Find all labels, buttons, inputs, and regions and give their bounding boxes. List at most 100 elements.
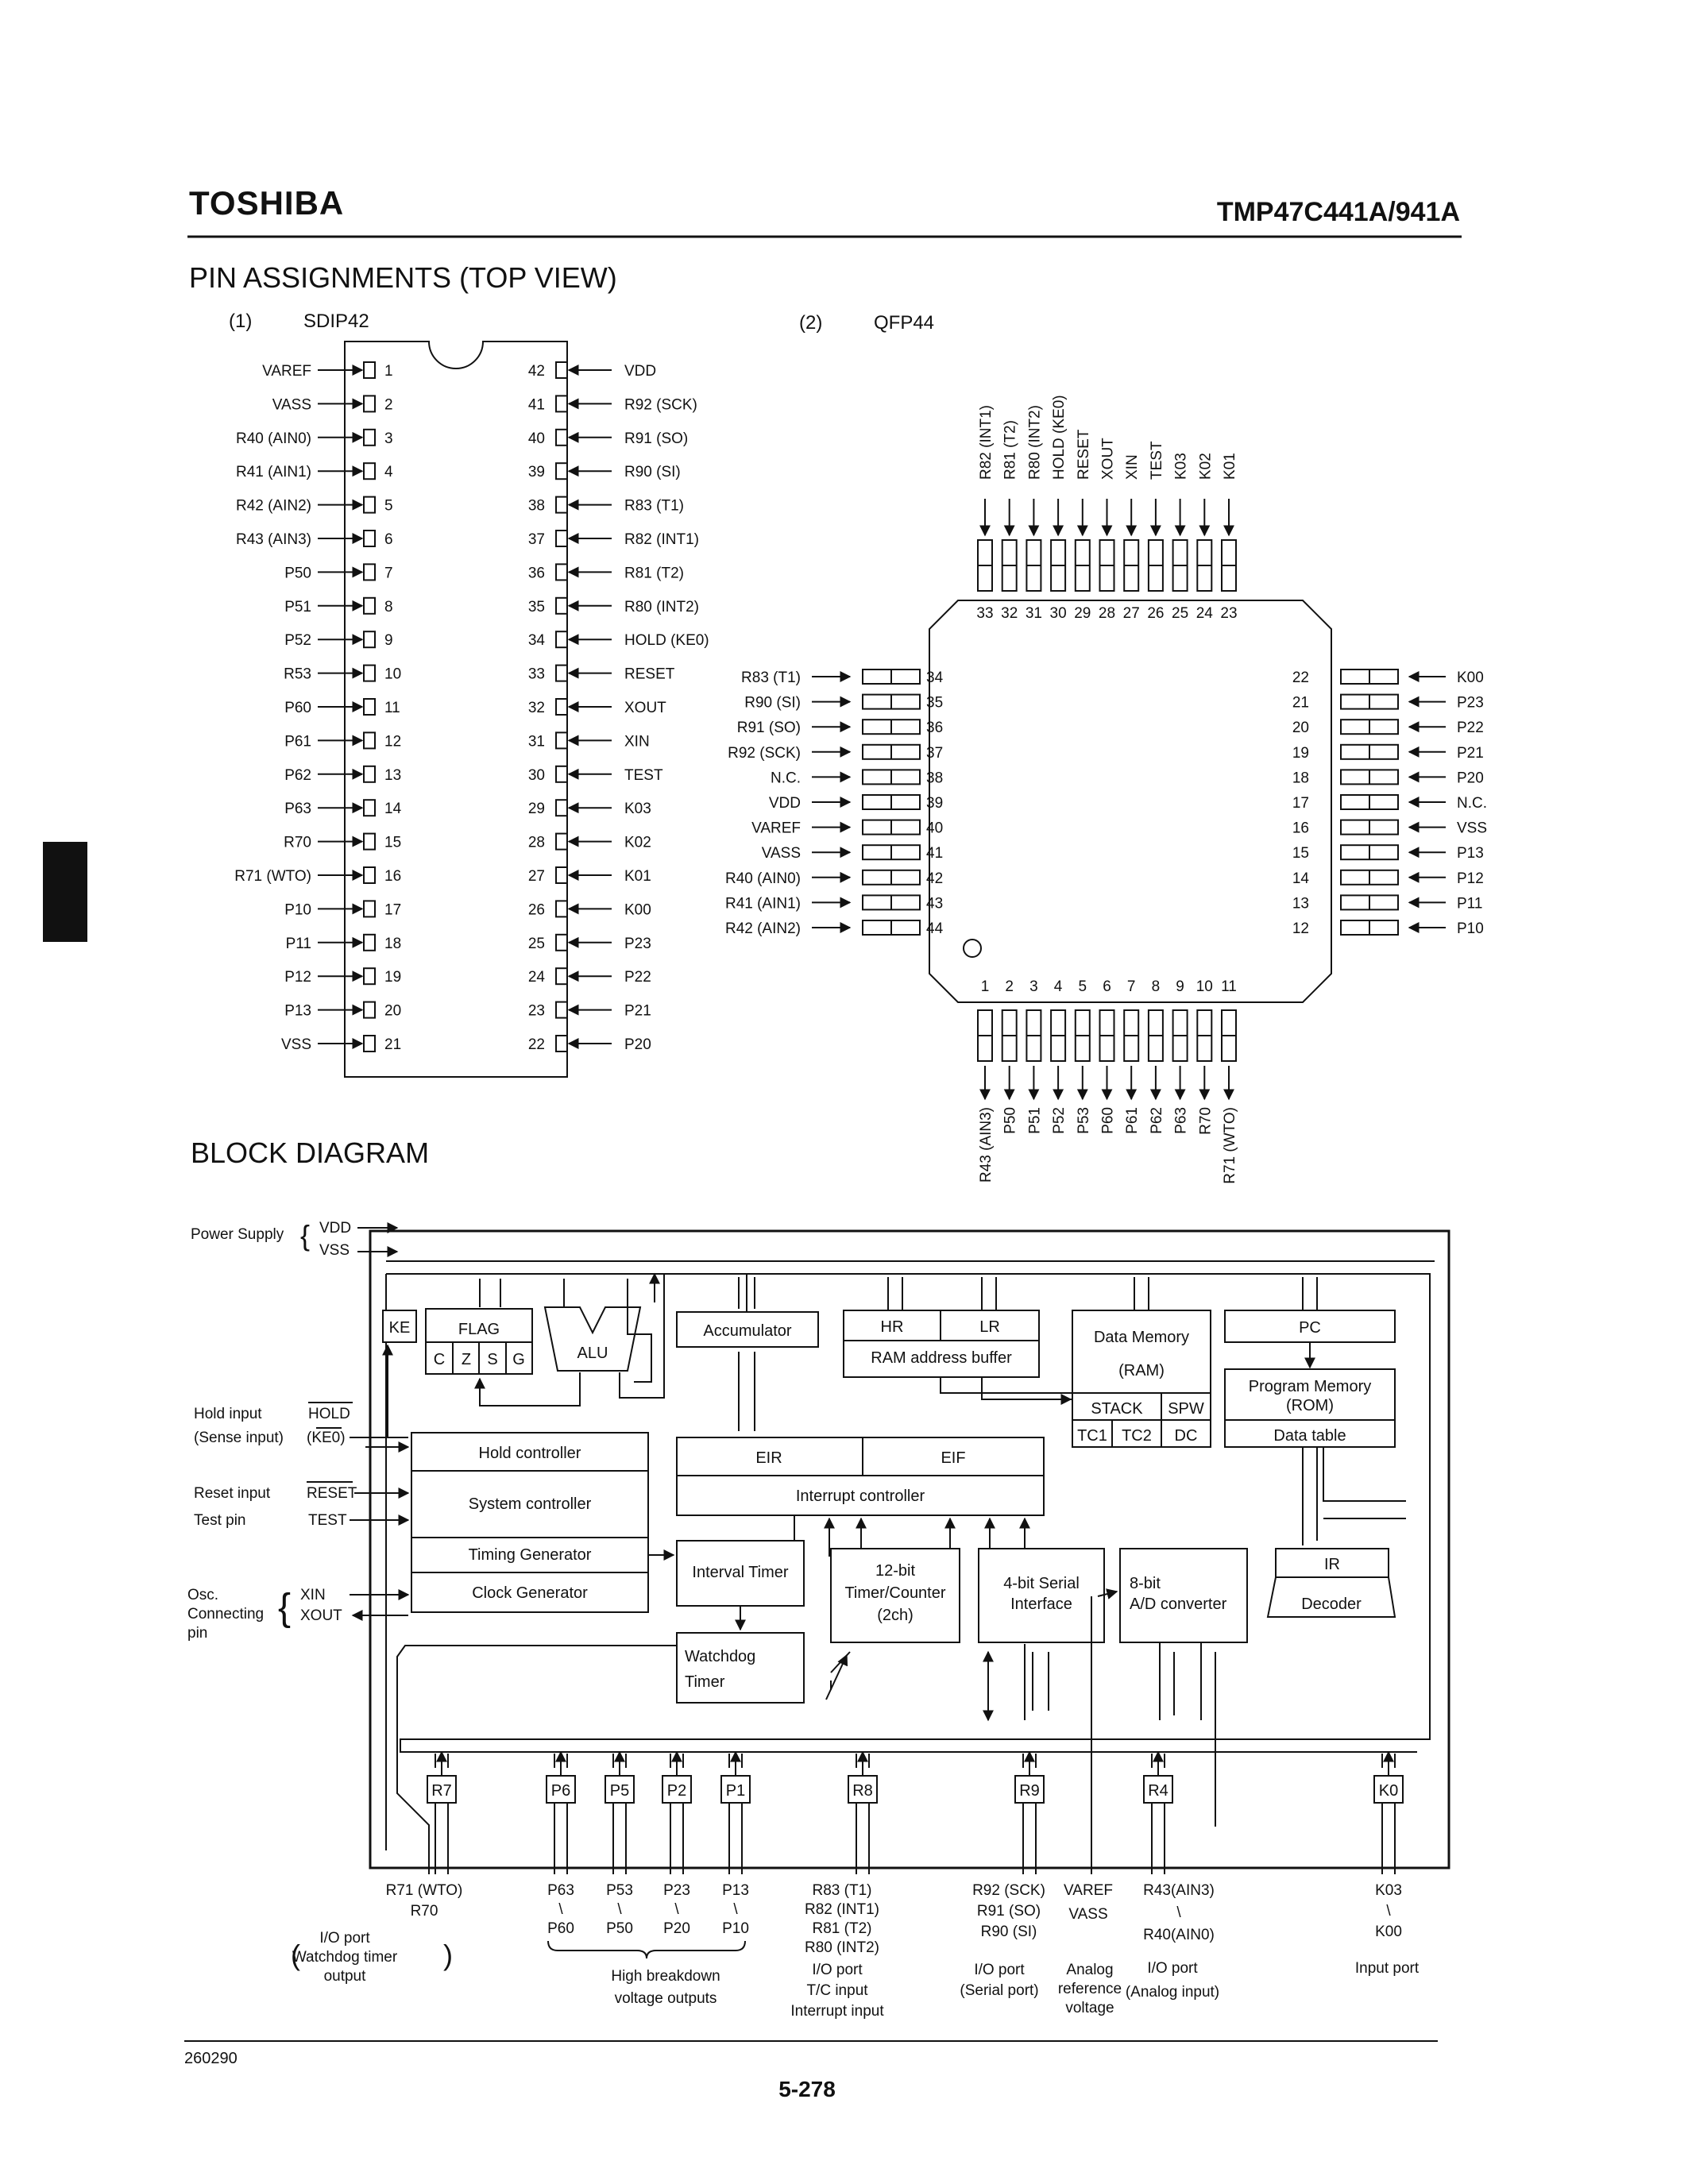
qfp-pin-number: 42: [926, 870, 943, 887]
sdip-pin-number: 31: [528, 733, 545, 750]
vdd-label: VDD: [319, 1220, 351, 1237]
qfp-pin-number: 3: [1029, 978, 1038, 995]
r7-description: output: [324, 1968, 367, 1985]
sdip-pin-box: [555, 428, 568, 446]
qfp-pin-number: 30: [1050, 605, 1067, 622]
sdip-pin-box: [555, 1001, 568, 1019]
qfp-pin-label: VDD: [769, 795, 801, 812]
sdip-pin-number: 23: [528, 1003, 545, 1020]
port-r4: R4: [1148, 1782, 1168, 1800]
test-pin-name: TEST: [308, 1512, 347, 1529]
sdip-pin-box: [363, 664, 376, 682]
sdip-pin-label: R81 (T2): [624, 565, 684, 581]
sdip-pin-label: P10: [284, 901, 311, 918]
sdip-pin-label: VAREF: [262, 363, 311, 380]
qfp-pin-number: 36: [926, 720, 943, 736]
sdip-pin-box: [363, 832, 376, 851]
sdip-pin-box: [555, 462, 568, 480]
sdip-pin-label: P12: [284, 969, 311, 986]
sdip-pin-label: R70: [284, 835, 311, 851]
port-register-box: [605, 1775, 635, 1804]
port-register-box: [1014, 1775, 1045, 1804]
sdip-pin-label: R40 (AIN0): [236, 430, 311, 447]
sdip-pin-label: VSS: [281, 1036, 311, 1053]
qfp-pin-number: 18: [1292, 770, 1309, 786]
sdip-pin-box: [363, 698, 376, 716]
data-memory-block: Data Memory: [1094, 1329, 1189, 1346]
ram-label: (RAM): [1118, 1362, 1165, 1379]
timer-counter-line1: 12-bit: [875, 1562, 915, 1580]
flag-bit-s: S: [487, 1351, 497, 1368]
pin-section-title: PIN ASSIGNMENTS (TOP VIEW): [189, 261, 617, 294]
r4-description: I/O port: [1147, 1960, 1198, 1977]
qfp-pin-number: 27: [1123, 605, 1140, 622]
page-number: 5-278: [778, 2077, 836, 2101]
sdip-pin-number: 30: [528, 767, 545, 784]
qfp-pin-label: VSS: [1457, 820, 1487, 837]
qfp-pin-label: N.C.: [1457, 795, 1487, 812]
p1-pin-label: P10: [722, 1920, 749, 1937]
flag-register: FLAG: [458, 1321, 500, 1338]
hb-brace: [547, 1940, 746, 1959]
qfp-name: QFP44: [874, 312, 934, 334]
sdip-pin-box: [363, 462, 376, 480]
sdip-pin-number: 16: [384, 868, 401, 885]
qfp-pin-label: P21: [1457, 745, 1484, 762]
flag-bit-g: G: [512, 1351, 525, 1368]
sdip-pin-box: [555, 361, 568, 379]
qfp-pin-label: P22: [1457, 720, 1484, 736]
qfp-pin-label: R71 (WTO): [1222, 1107, 1238, 1184]
serial-interface-line2: Interface: [1010, 1596, 1072, 1613]
sdip-pin-box: [555, 933, 568, 951]
qfp-pin-label: XIN: [1124, 454, 1141, 480]
hold-input-label: Hold input: [194, 1406, 262, 1422]
r8-description: T/C input: [806, 1982, 868, 1999]
sdip-pin-number: 39: [528, 464, 545, 480]
eir-register: EIR: [755, 1449, 782, 1467]
p6-pin-label: \: [558, 1901, 563, 1918]
qfp-pin-label: R43 (AIN3): [978, 1107, 995, 1183]
sdip-pin-number: 21: [384, 1036, 401, 1053]
qfp-pin-label: P52: [1051, 1107, 1068, 1134]
qfp-pin-label: P53: [1076, 1107, 1092, 1134]
flag-bit-z: Z: [462, 1351, 471, 1368]
r7-pin-label: R71 (WTO): [386, 1882, 463, 1899]
sdip-pin-label: P63: [284, 801, 311, 817]
sdip-pin-box: [363, 596, 376, 615]
qfp-pin-number: 2: [1005, 978, 1014, 995]
program-counter: PC: [1299, 1319, 1321, 1337]
sdip-pin-label: RESET: [624, 666, 675, 683]
r9-pin-label: R92 (SCK): [972, 1882, 1045, 1899]
vref-description: voltage: [1065, 2000, 1114, 2016]
sdip-pin-label: R82 (INT1): [624, 531, 699, 548]
qfp-pin-label: P60: [1100, 1107, 1117, 1134]
sdip-pin-box: [363, 799, 376, 817]
port-p1: P1: [726, 1782, 745, 1800]
sdip-pin-box: [555, 395, 568, 413]
high-breakdown-label: voltage outputs: [615, 1990, 717, 2007]
sdip-pin-label: R43 (AIN3): [236, 531, 311, 548]
sdip-pin-box: [555, 596, 568, 615]
p5-pin-label: P53: [606, 1882, 633, 1899]
data-table: Data table: [1273, 1427, 1346, 1445]
sdip-pin-label: P60: [284, 700, 311, 716]
hold-pin-label: HOLD: [308, 1406, 350, 1422]
vref-pin-label: VAREF: [1064, 1882, 1113, 1899]
p5-pin-label: P50: [606, 1920, 633, 1937]
osc-label-2: Connecting: [187, 1606, 264, 1623]
sdip-pin-number: 10: [384, 666, 401, 683]
qfp-pin-number: 1: [981, 978, 990, 995]
port-r7: R7: [431, 1782, 452, 1800]
sdip-pin-box: [555, 967, 568, 986]
timer-counter-line2: Timer/Counter: [844, 1584, 945, 1602]
port-register-box: [848, 1775, 878, 1804]
qfp-pin-number: 44: [926, 920, 944, 937]
sdip-pin-label: P61: [284, 733, 311, 750]
r4-description: (Analog input): [1126, 1984, 1219, 2001]
pin1-indicator: [963, 939, 982, 958]
qfp-pin-label: R42 (AIN2): [725, 920, 801, 937]
sdip-pin-label: P23: [624, 936, 651, 952]
qfp-pin-number: 14: [1292, 870, 1310, 887]
p6-pin-label: P60: [547, 1920, 574, 1937]
stack-register: STACK: [1091, 1400, 1143, 1418]
